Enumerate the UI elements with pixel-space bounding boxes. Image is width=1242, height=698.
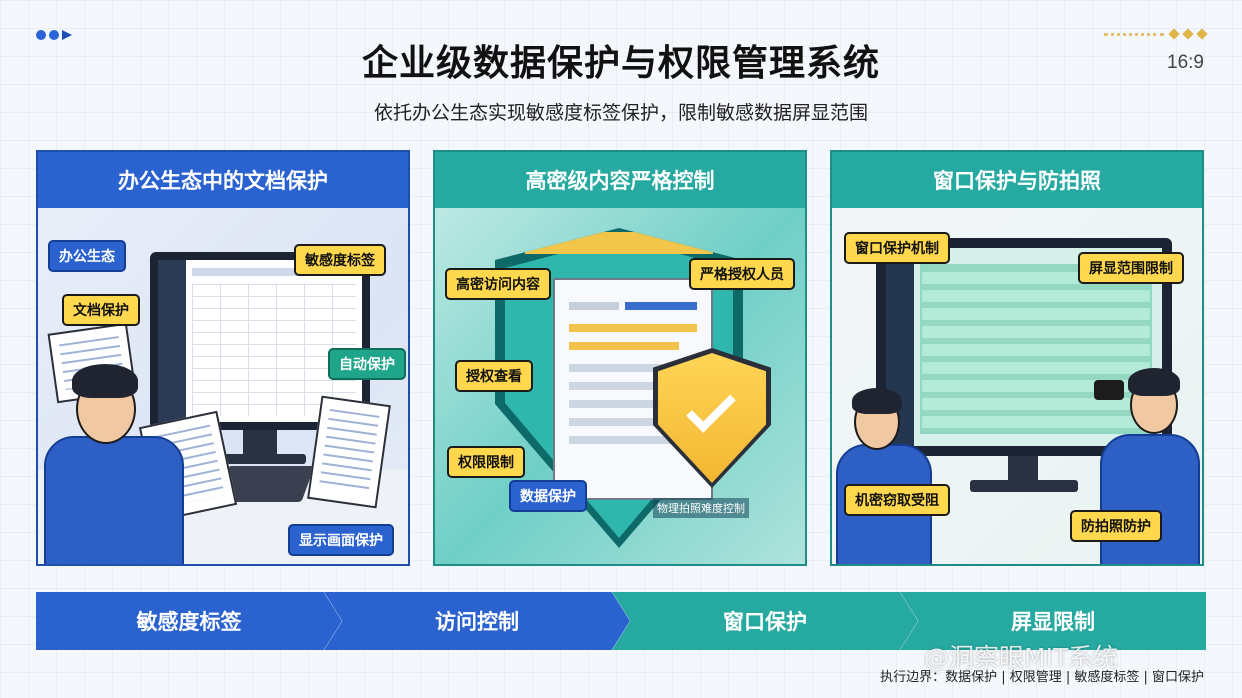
panel-strict-control: 高密级内容严格控制 物理拍照难度控制 高密访问内容 严格授权人员 授权查看 权限… bbox=[433, 150, 807, 566]
tag-authorized-personnel: 严格授权人员 bbox=[689, 258, 795, 290]
page-subtitle: 依托办公生态实现敏感度标签保护，限制敏感数据屏显范围 bbox=[373, 102, 868, 124]
brand-logo bbox=[36, 30, 72, 40]
tag-anti-photo: 防拍照防护 bbox=[1070, 510, 1162, 542]
flow-step-sensitivity-label: 敏感度标签 bbox=[36, 592, 342, 650]
tag-auto-protection: 自动保护 bbox=[328, 348, 406, 380]
shield-illustration: 物理拍照难度控制 高密访问内容 严格授权人员 授权查看 权限限制 数据保护 bbox=[435, 208, 805, 564]
tag-window-protection-mechanism: 窗口保护机制 bbox=[844, 232, 950, 264]
monitor bbox=[150, 252, 370, 430]
tag-screen-protection: 显示画面保护 bbox=[288, 524, 394, 556]
process-flow: 敏感度标签 访问控制 窗口保护 屏显限制 bbox=[36, 592, 1206, 650]
flow-step-access-control: 访问控制 bbox=[324, 592, 630, 650]
watermark: @洞察眼MIT系统 bbox=[924, 643, 1119, 672]
tag-office-ecosystem: 办公生态 bbox=[48, 240, 126, 272]
panel-document-protection: 办公生态中的文档保护 办公生态 敏感度标签 文档保护 自动保护 显示画面保护 bbox=[36, 150, 410, 566]
decoration-diamonds bbox=[1104, 28, 1208, 40]
tag-data-protection: 数据保护 bbox=[509, 480, 587, 512]
tag-high-secret-content: 高密访问内容 bbox=[445, 268, 551, 300]
photo-difficulty-note: 物理拍照难度控制 bbox=[653, 498, 749, 518]
flow-step-display-limit: 屏显限制 bbox=[900, 592, 1206, 650]
panel-title: 办公生态中的文档保护 bbox=[38, 152, 408, 208]
anti-photo-illustration: 窗口保护机制 屏显范围限制 机密窃取受阻 防拍照防护 bbox=[832, 208, 1202, 564]
tag-authorized-view: 授权查看 bbox=[455, 360, 533, 392]
tag-theft-blocked: 机密窃取受阻 bbox=[844, 484, 950, 516]
footer-boundary: 执行边界：数据保护 | 权限管理 | 敏感度标签 | 窗口保护 bbox=[880, 670, 1204, 685]
camera-icon bbox=[1094, 380, 1124, 400]
person-blocked bbox=[836, 386, 936, 564]
tag-sensitivity-label: 敏感度标签 bbox=[294, 244, 386, 276]
person-with-camera bbox=[1094, 368, 1200, 564]
office-worker bbox=[44, 358, 194, 564]
panel-title: 窗口保护与防拍照 bbox=[832, 152, 1202, 208]
tag-permission-limit: 权限限制 bbox=[447, 446, 525, 478]
office-illustration: 办公生态 敏感度标签 文档保护 自动保护 显示画面保护 bbox=[38, 208, 408, 564]
tag-document-protection: 文档保护 bbox=[62, 294, 140, 326]
page-title: 企业级数据保护与权限管理系统 bbox=[361, 43, 880, 84]
panel-window-protection: 窗口保护与防拍照 窗口保护机制 屏显范围限制 机密窃取受阻 防拍照防护 bbox=[830, 150, 1204, 566]
document-paper bbox=[307, 395, 391, 509]
panel-title: 高密级内容严格控制 bbox=[435, 152, 805, 208]
flow-step-window-protection: 窗口保护 bbox=[612, 592, 918, 650]
tag-display-range-limit: 屏显范围限制 bbox=[1078, 252, 1184, 284]
aspect-ratio-label: 16:9 bbox=[1167, 52, 1204, 73]
